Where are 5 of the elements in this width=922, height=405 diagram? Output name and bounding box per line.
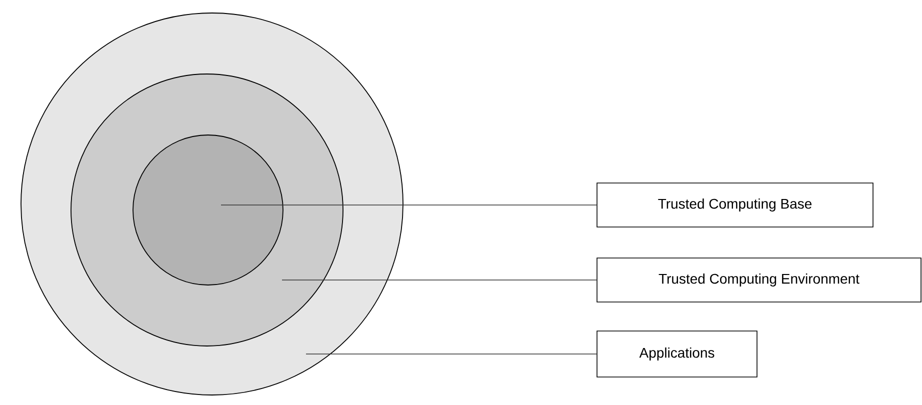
leader-line <box>220 204 597 206</box>
label-box: Trusted Computing Base <box>596 182 874 228</box>
label-box: Trusted Computing Environment <box>596 258 922 302</box>
ring-circle <box>132 134 284 286</box>
label-box: Applications <box>596 330 758 378</box>
